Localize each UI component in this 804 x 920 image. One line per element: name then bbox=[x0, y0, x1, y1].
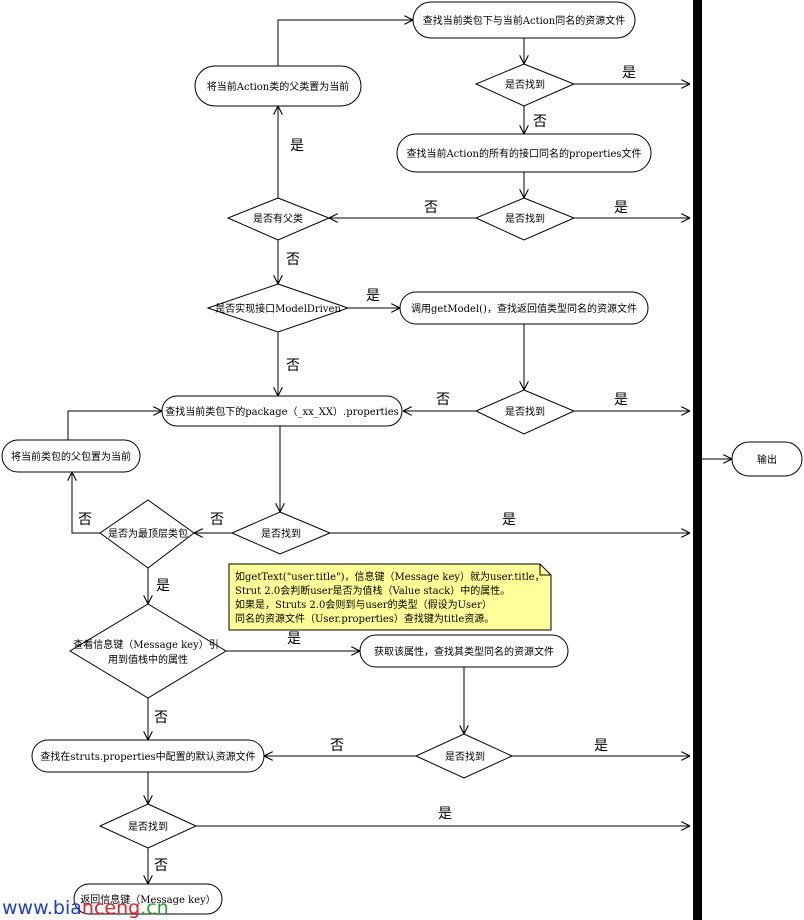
svg-text:是否找到: 是否找到 bbox=[505, 405, 545, 418]
decision-has-parent: 是否有父类 bbox=[226, 197, 331, 241]
watermark-suffix: .cn bbox=[140, 897, 169, 919]
node-search-class-pkg: 查找当前类包下与当前Action同名的资源文件 bbox=[412, 1, 636, 39]
decision-found-3: 是否找到 bbox=[474, 389, 576, 435]
label-no: 否 bbox=[210, 512, 224, 528]
node-get-attr: 获取该属性，查找其类型同名的资源文件 bbox=[359, 634, 569, 668]
svg-text:输出: 输出 bbox=[757, 453, 777, 466]
decision-found-4: 是否找到 bbox=[230, 511, 332, 555]
decision-found-6: 是否找到 bbox=[98, 803, 198, 849]
svg-text:查找当前类包下与当前Action同名的资源文件: 查找当前类包下与当前Action同名的资源文件 bbox=[423, 14, 626, 27]
label-yes: 是 bbox=[614, 200, 628, 216]
svg-text:用到值栈中的属性: 用到值栈中的属性 bbox=[108, 653, 188, 666]
node-search-interfaces: 查找当前Action的所有的接口同名的properties文件 bbox=[396, 133, 652, 173]
node-search-struts: 查找在struts.properties中配置的默认资源文件 bbox=[31, 739, 265, 773]
note-line-1: 如getText("user.title")，信息键（Message key）就… bbox=[235, 570, 545, 583]
label-no: 否 bbox=[424, 200, 438, 216]
node-output: 输出 bbox=[731, 441, 803, 477]
output-bar bbox=[693, 0, 702, 920]
svg-text:是否找到: 是否找到 bbox=[505, 78, 545, 91]
decision-found-2: 是否找到 bbox=[474, 197, 576, 241]
label-no: 否 bbox=[154, 710, 168, 726]
watermark: www.bianceng.cn bbox=[2, 897, 169, 919]
node-set-parent-class: 将当前Action类的父类置为当前 bbox=[194, 65, 362, 107]
label-no: 否 bbox=[286, 252, 300, 268]
label-no: 否 bbox=[533, 114, 547, 130]
svg-text:查找在struts.properties中配置的默认资源文件: 查找在struts.properties中配置的默认资源文件 bbox=[40, 750, 255, 763]
label-yes: 是 bbox=[614, 392, 628, 408]
note-line-3: 如果是，Struts 2.0会则到与user的类型（假设为User） bbox=[235, 598, 492, 611]
decision-found-1: 是否找到 bbox=[474, 63, 576, 107]
label-no: 否 bbox=[78, 512, 92, 528]
note-line-2: Strut 2.0会判断user是否为值栈（Value stack）中的属性。 bbox=[235, 584, 510, 597]
svg-text:是否实现接口ModelDriven: 是否实现接口ModelDriven bbox=[215, 302, 341, 315]
svg-text:获取该属性，查找其类型同名的资源文件: 获取该属性，查找其类型同名的资源文件 bbox=[374, 645, 554, 658]
svg-text:是否找到: 是否找到 bbox=[261, 527, 301, 540]
node-search-package: 查找当前类包下的package（_xx_XX）.properties bbox=[161, 395, 403, 427]
node-get-model: 调用getModel()，查找返回值类型同名的资源文件 bbox=[399, 291, 649, 325]
svg-text:是否找到: 是否找到 bbox=[445, 750, 485, 763]
label-no: 否 bbox=[154, 858, 168, 874]
note-box bbox=[228, 563, 552, 631]
edge-labels: 是 否 是 否 是 否 是 否 是 否 是 否 否 是 是 否 否 是 是 否 bbox=[78, 65, 636, 874]
node-return-key: 返回信息键（Message key） bbox=[73, 883, 223, 915]
label-yes: 是 bbox=[156, 578, 170, 594]
label-yes: 是 bbox=[438, 806, 452, 822]
annotation-note: 如getText("user.title")，信息键（Message key）就… bbox=[228, 563, 552, 631]
svg-text:将当前类包的父包置为当前: 将当前类包的父包置为当前 bbox=[11, 450, 131, 463]
note-line-4: 同名的资源文件（User.properties）查找键为title资源。 bbox=[235, 612, 494, 625]
svg-text:查找当前Action的所有的接口同名的properties文: 查找当前Action的所有的接口同名的properties文件 bbox=[406, 147, 641, 160]
watermark-prefix: www.bia bbox=[2, 897, 82, 919]
watermark-middle: nceng bbox=[82, 897, 140, 919]
svg-text:是否找到: 是否找到 bbox=[505, 212, 545, 225]
label-yes: 是 bbox=[366, 288, 380, 304]
decision-is-top-pkg: 是否为最顶层类包 bbox=[99, 499, 195, 569]
svg-text:查看信息键（Message key）引: 查看信息键（Message key）引 bbox=[73, 638, 219, 651]
note-fold bbox=[539, 564, 551, 576]
node-set-parent-pkg: 将当前类包的父包置为当前 bbox=[1, 439, 141, 473]
label-yes: 是 bbox=[594, 738, 608, 754]
svg-text:返回信息键（Message key）: 返回信息键（Message key） bbox=[80, 893, 216, 906]
label-yes: 是 bbox=[622, 65, 636, 81]
label-yes: 是 bbox=[287, 631, 301, 647]
decision-found-5: 是否找到 bbox=[414, 733, 514, 779]
label-yes: 是 bbox=[502, 512, 516, 528]
svg-text:调用getModel()，查找返回值类型同名的资源文件: 调用getModel()，查找返回值类型同名的资源文件 bbox=[411, 302, 637, 315]
label-no: 否 bbox=[286, 358, 300, 374]
connectors bbox=[67, 20, 732, 884]
label-yes: 是 bbox=[290, 138, 304, 154]
svg-text:是否找到: 是否找到 bbox=[128, 820, 168, 833]
svg-text:将当前Action类的父类置为当前: 将当前Action类的父类置为当前 bbox=[207, 80, 350, 93]
label-no: 否 bbox=[436, 392, 450, 408]
label-no: 否 bbox=[330, 738, 344, 754]
svg-text:查找当前类包下的package（_xx_XX）.proper: 查找当前类包下的package（_xx_XX）.properties bbox=[165, 405, 399, 418]
decision-valuestack: 查看信息键（Message key）引 用到值栈中的属性 bbox=[69, 603, 227, 699]
decision-model-driven: 是否实现接口ModelDriven bbox=[206, 283, 350, 333]
svg-text:是否有父类: 是否有父类 bbox=[253, 212, 303, 225]
svg-text:是否为最顶层类包: 是否为最顶层类包 bbox=[108, 527, 188, 540]
